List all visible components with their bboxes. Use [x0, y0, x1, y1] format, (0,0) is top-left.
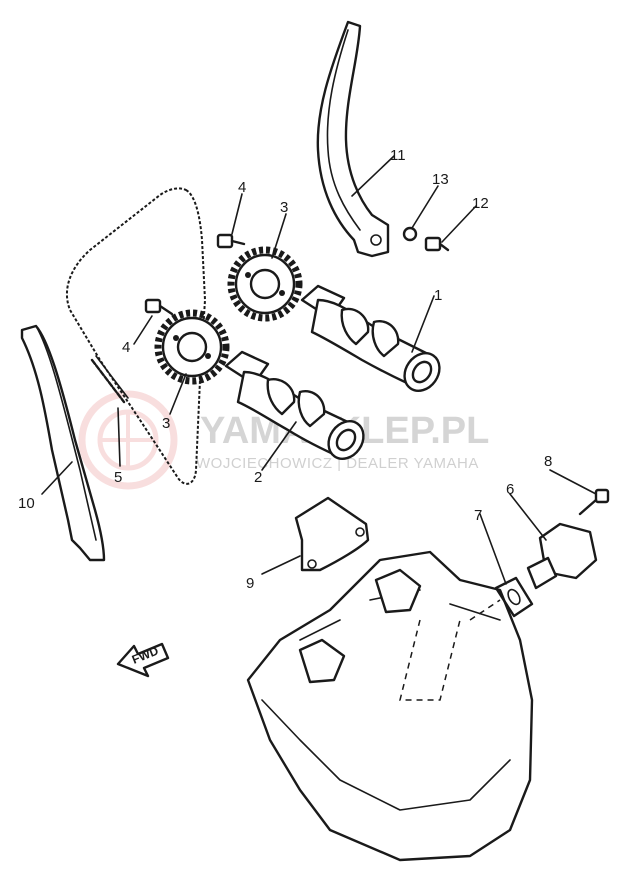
callout-6: 6	[506, 481, 514, 498]
callout-11: 11	[390, 147, 406, 164]
callout-8: 8	[544, 453, 552, 470]
watermark-logo-icon	[78, 390, 178, 490]
chain-tensioner	[526, 522, 598, 590]
sprocket-bolt-upper	[216, 233, 246, 249]
callout-7: 7	[474, 507, 482, 524]
callout-1: 1	[434, 287, 442, 304]
chain-link	[90, 355, 129, 404]
fwd-arrow-icon: FWD	[116, 642, 170, 678]
watermark-subtitle: WOJCIECHOWICZ | DEALER YAMAHA	[196, 455, 479, 472]
callout-4-lower: 4	[122, 339, 130, 356]
callout-13: 13	[432, 171, 449, 188]
callout-10: 10	[18, 495, 35, 512]
cam-chain	[65, 187, 207, 485]
cylinder-head	[246, 550, 534, 862]
tensioner-bolt	[578, 488, 610, 516]
callout-12: 12	[472, 195, 489, 212]
washer	[402, 226, 418, 242]
chain-guide-top	[316, 20, 390, 258]
tensioner-gasket	[494, 576, 534, 618]
chain-guide-left	[20, 324, 106, 562]
callout-2: 2	[254, 469, 262, 486]
chain-guide-stopper	[294, 496, 370, 572]
cam-sprocket-lower	[154, 309, 230, 385]
callout-3-upper: 3	[280, 199, 288, 216]
camshaft-exhaust	[224, 350, 365, 460]
callout-5: 5	[114, 469, 122, 486]
leader-lines	[41, 155, 597, 585]
sprocket-bolt-lower	[144, 298, 174, 316]
callout-3-lower: 3	[162, 415, 170, 432]
callout-9: 9	[246, 575, 254, 592]
guide-bolt	[424, 236, 450, 252]
callout-4-upper: 4	[238, 179, 246, 196]
cam-sprocket-upper	[227, 246, 303, 322]
camshaft-intake	[300, 284, 441, 392]
alignment-line	[469, 599, 501, 621]
